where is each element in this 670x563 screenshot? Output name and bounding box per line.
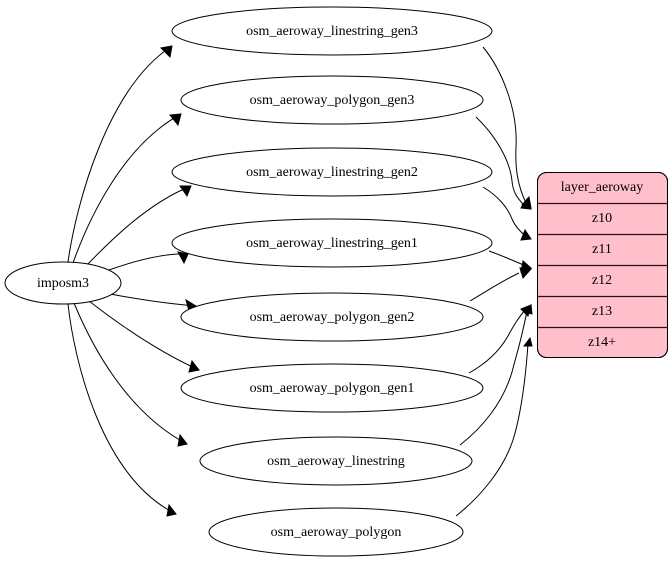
edge-linestring-to-z13 <box>459 303 533 446</box>
edge-imposm3-to-linestring-gen3 <box>67 45 173 263</box>
node-shape-ellipse <box>180 292 484 342</box>
node-shape-ellipse <box>180 363 484 413</box>
node-imposm3-label: imposm3 <box>37 276 89 291</box>
node-osm-aeroway-linestring-gen2[interactable]: osm_aeroway_linestring_gen2 <box>171 147 493 197</box>
table-row-label: z12 <box>592 273 612 288</box>
node-label: osm_aeroway_linestring <box>267 454 405 469</box>
table-border <box>537 172 668 358</box>
table-row-z10[interactable]: z10 <box>538 211 667 236</box>
edge-imposm3-to-polygon <box>67 303 177 517</box>
node-shape-ellipse <box>171 218 493 268</box>
node-imposm3[interactable]: imposm3 <box>4 261 122 305</box>
node-osm-aeroway-polygon[interactable]: osm_aeroway_polygon <box>208 507 464 557</box>
edge-imposm3-to-polygon-gen1 <box>88 300 200 373</box>
table-row-z11[interactable]: z11 <box>538 242 667 267</box>
table-header-cell: layer_aeroway <box>538 180 667 205</box>
edge-imposm3-to-polygon-gen3 <box>72 113 182 264</box>
node-label: osm_aeroway_polygon <box>271 525 402 540</box>
node-osm-aeroway-linestring[interactable]: osm_aeroway_linestring <box>199 436 473 486</box>
node-shape-ellipse <box>171 147 493 197</box>
node-osm-aeroway-polygon-gen2[interactable]: osm_aeroway_polygon_gen2 <box>180 292 484 342</box>
node-shape-ellipse <box>171 6 493 56</box>
table-row-z14plus[interactable]: z14+ <box>588 335 616 350</box>
edge-imposm3-to-linestring-gen2 <box>85 185 192 267</box>
node-shape-ellipse <box>180 75 484 125</box>
edge-imposm3-to-linestring <box>73 302 188 447</box>
edge-group-source-to-nodes <box>67 45 200 517</box>
table-header-label: layer_aeroway <box>561 180 643 195</box>
table-row-z13[interactable]: z13 <box>538 304 667 329</box>
edge-polygon-gen3-to-z10 <box>475 116 532 210</box>
edge-linestring-gen3-to-z10 <box>482 46 532 209</box>
node-shape-ellipse <box>199 436 473 486</box>
node-label: osm_aeroway_polygon_gen1 <box>250 381 415 396</box>
node-label: osm_aeroway_polygon_gen3 <box>250 93 415 108</box>
table-row-label: z13 <box>592 304 612 319</box>
edge-linestring-gen2-to-z11 <box>482 186 532 241</box>
table-row-label: z10 <box>592 211 612 226</box>
edge-polygon-gen2-to-z12 <box>469 267 533 302</box>
edge-polygon-to-z14 <box>455 336 533 517</box>
edge-group-nodes-to-table <box>455 46 533 517</box>
table-row-z12[interactable]: z12 <box>538 273 667 298</box>
table-row-label: z14+ <box>588 335 616 350</box>
node-layer-aeroway-table[interactable]: layer_aeroway z10 z11 z12 z13 <box>537 172 668 358</box>
edge-imposm3-to-polygon-gen2 <box>109 293 197 312</box>
node-label: osm_aeroway_polygon_gen2 <box>250 310 415 325</box>
node-osm-aeroway-linestring-gen1[interactable]: osm_aeroway_linestring_gen1 <box>171 218 493 268</box>
node-osm-aeroway-polygon-gen3[interactable]: osm_aeroway_polygon_gen3 <box>180 75 484 125</box>
node-osm-aeroway-polygon-gen1[interactable]: osm_aeroway_polygon_gen1 <box>180 363 484 413</box>
node-shape-ellipse <box>208 507 464 557</box>
node-label: osm_aeroway_linestring_gen1 <box>246 236 418 251</box>
node-label: osm_aeroway_linestring_gen2 <box>246 165 418 180</box>
node-osm-aeroway-linestring-gen3[interactable]: osm_aeroway_linestring_gen3 <box>171 6 493 56</box>
node-label: osm_aeroway_linestring_gen3 <box>246 24 418 39</box>
table-row-label: z11 <box>592 242 612 257</box>
node-imposm3-shape <box>4 261 122 305</box>
edge-imposm3-to-linestring-gen1 <box>105 251 189 272</box>
